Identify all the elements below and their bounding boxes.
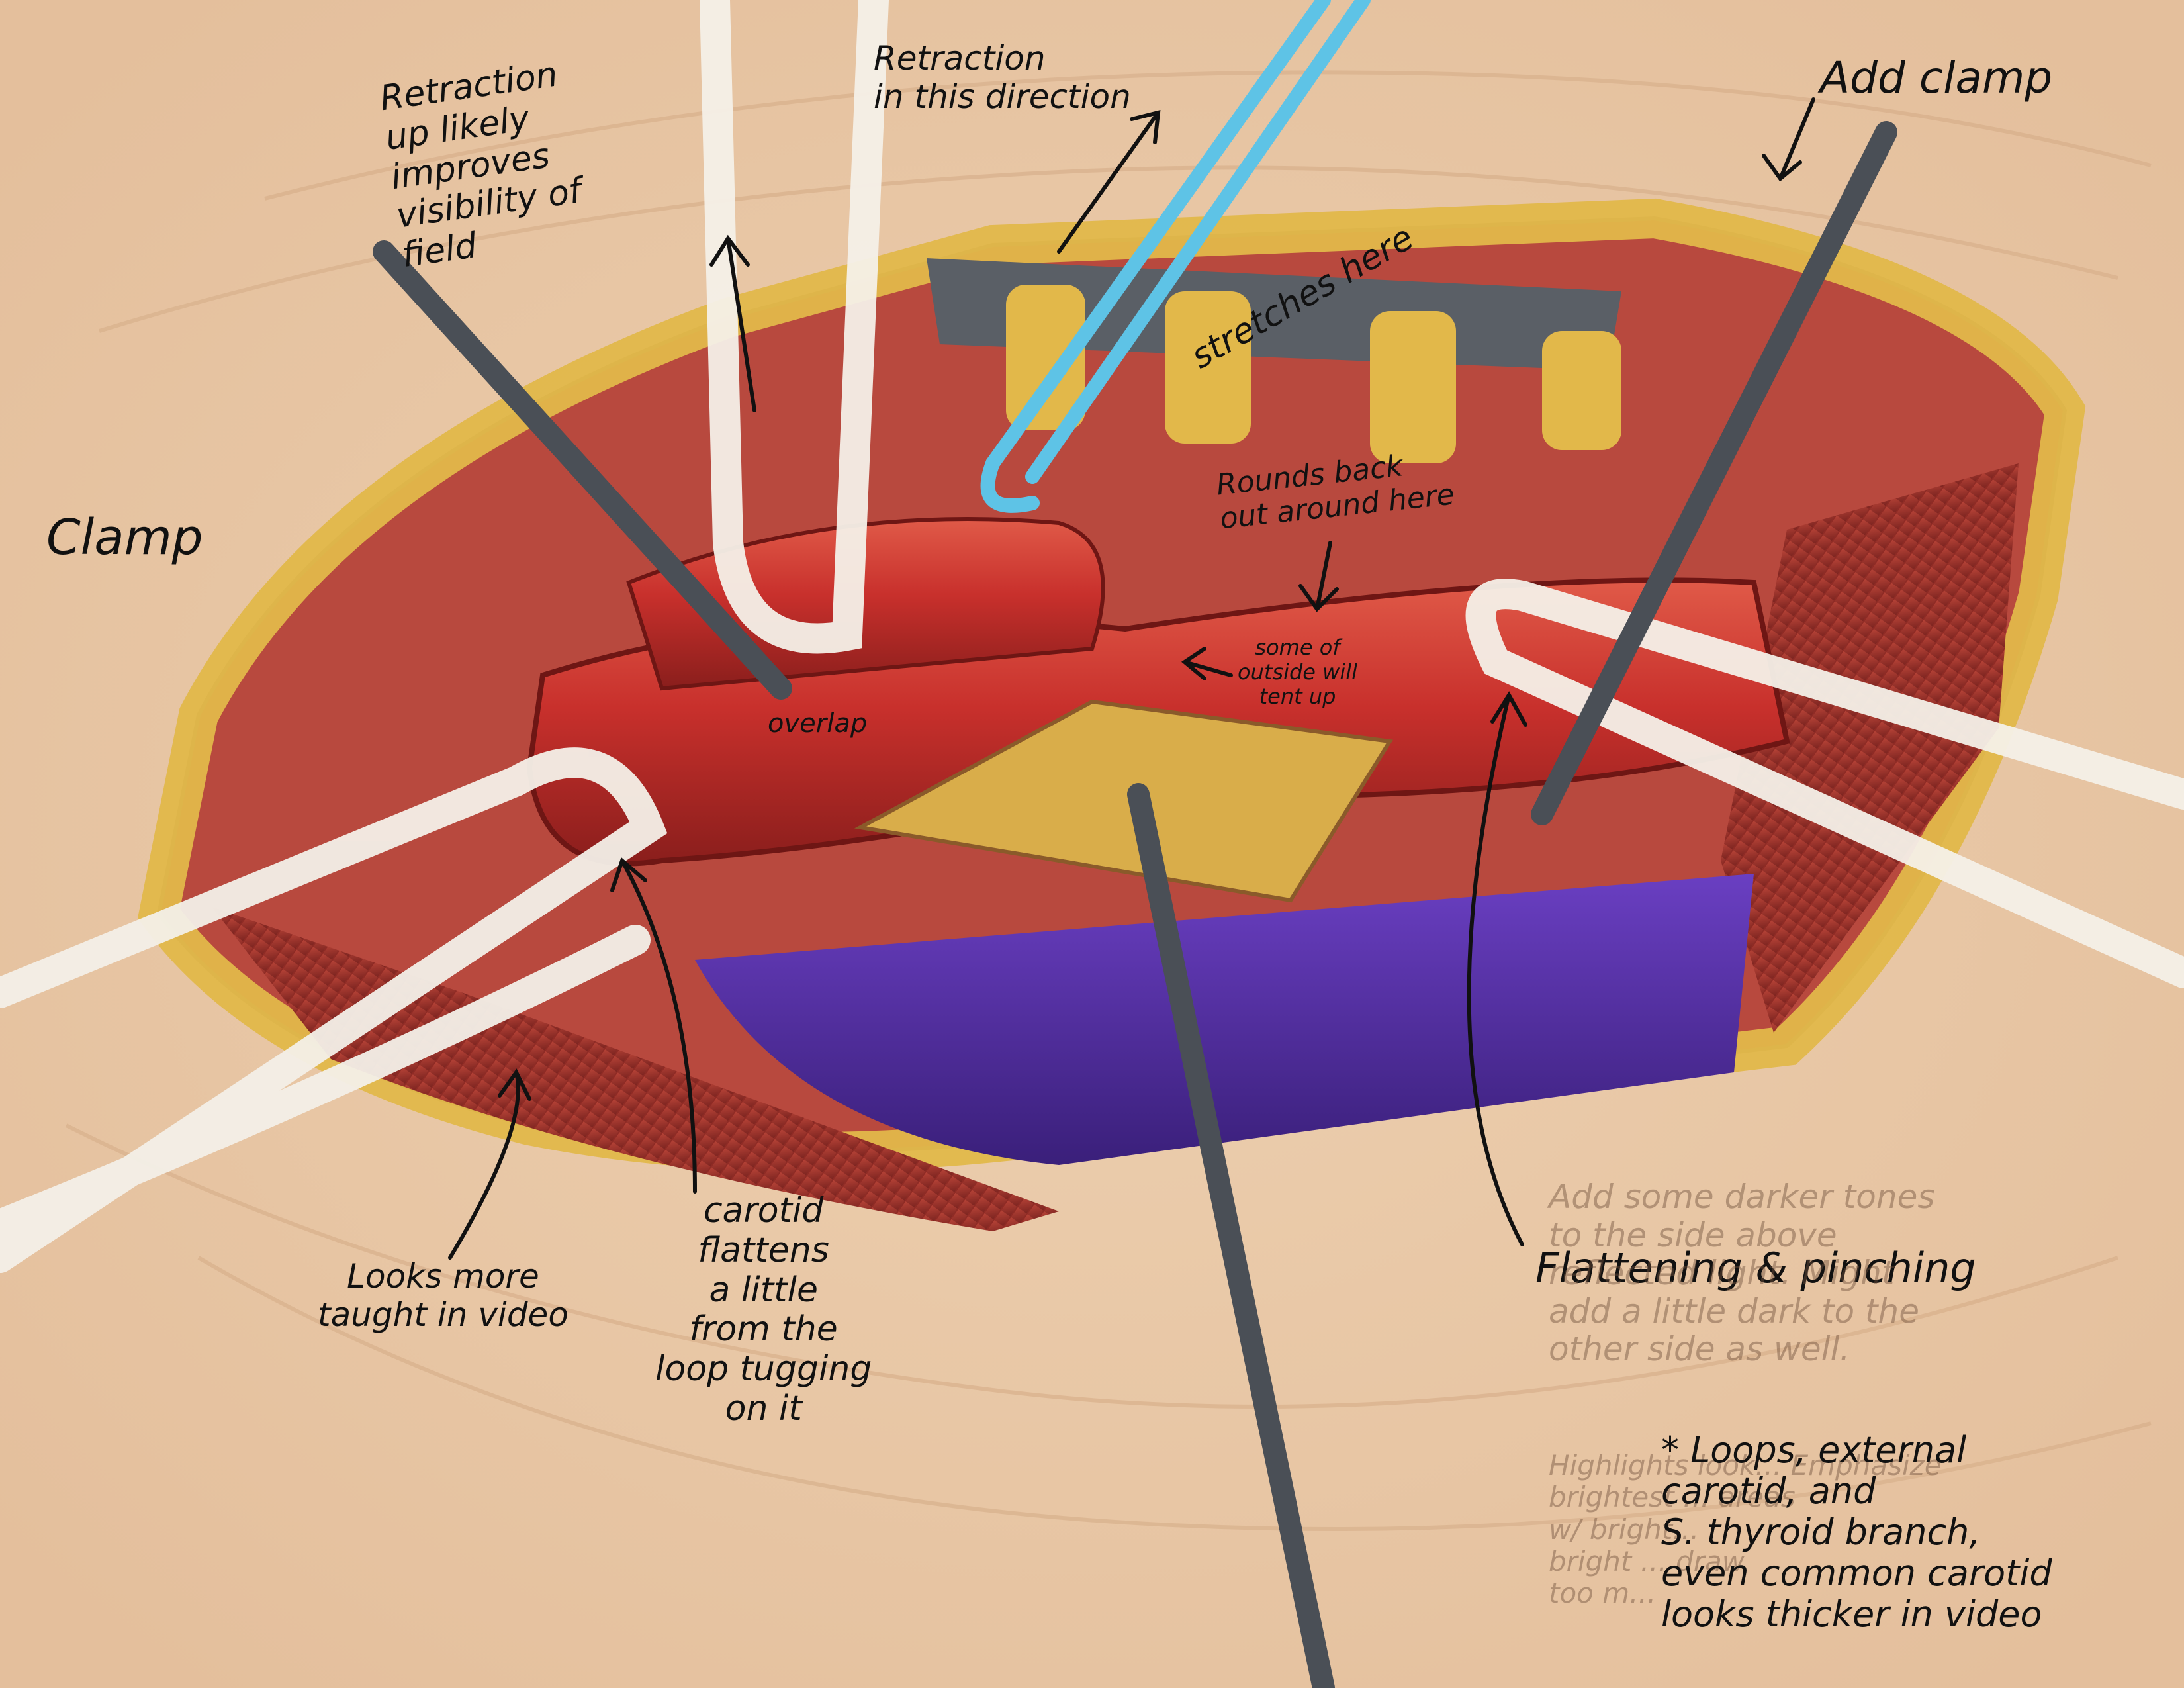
note-clamp: Clamp <box>46 509 203 566</box>
clamp-left-icon <box>373 240 792 700</box>
arrow-icon <box>1762 97 1815 182</box>
jugular-vein <box>695 874 1754 1165</box>
note-overlap: overlap <box>768 708 868 739</box>
annotation-arrows <box>448 97 1815 1260</box>
arrow-icon <box>610 857 697 1194</box>
arrow-icon <box>1181 647 1233 680</box>
blue-vessel-loop <box>980 0 1371 513</box>
note-retraction-up: Retraction up likely improves visibility… <box>377 54 584 276</box>
note-carotid-flattens: carotid flattens a little from the loop … <box>655 1191 872 1429</box>
retractor-fat-pockets <box>1006 285 1621 463</box>
note-add-clamp: Add clamp <box>1820 52 2053 103</box>
note-darker-tones: Add some darker tones to the side above … <box>1549 1178 1935 1368</box>
arrow-icon <box>1298 541 1339 612</box>
note-some-outside: some of outside will tent up <box>1238 635 1357 709</box>
note-loops: * Loops, external carotid, and S. thyroi… <box>1661 1429 2052 1636</box>
vessel-loops <box>0 0 2184 1273</box>
arrow-icon <box>1057 110 1161 254</box>
arrow-icon <box>1467 691 1527 1246</box>
muscle-right <box>1721 463 2019 1033</box>
arrow-icon <box>448 1068 531 1260</box>
note-flattening-pinching: Flattening & pinching <box>1535 1244 1976 1292</box>
note-looks-taught: Looks more taught in video <box>318 1257 569 1334</box>
clamp-right-icon <box>1531 121 1897 825</box>
note-retraction-direction: Retraction in this direction <box>874 39 1131 116</box>
probe-icon <box>1127 783 1335 1688</box>
note-highlights: Highlights look... Emphasize brightest .… <box>1549 1449 1942 1610</box>
arrow-icon <box>709 234 756 412</box>
instruments <box>373 121 1897 1688</box>
fat-flap <box>854 699 1394 903</box>
